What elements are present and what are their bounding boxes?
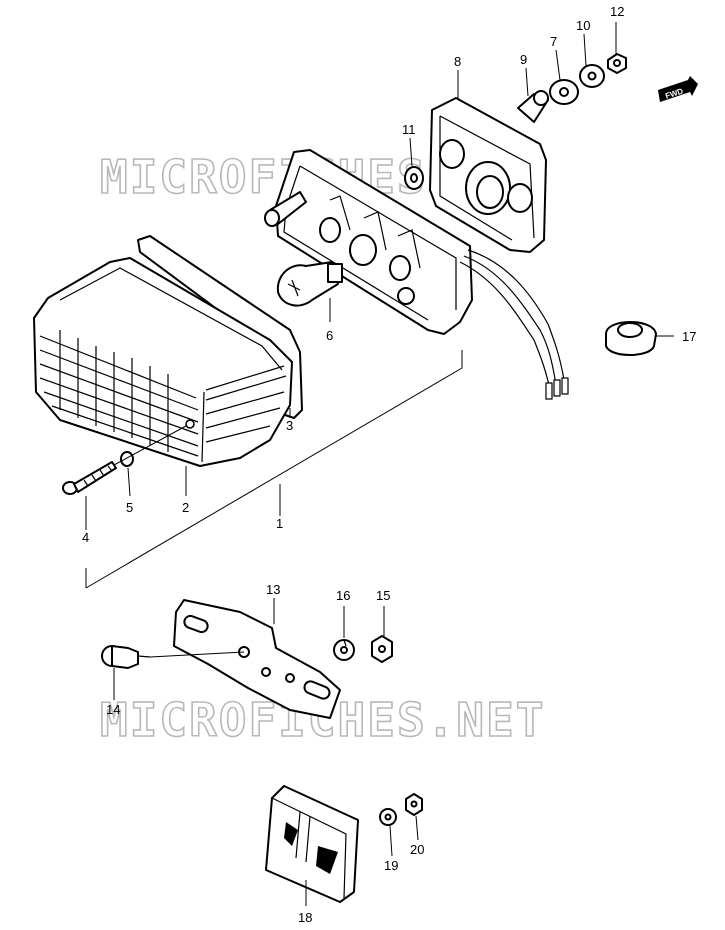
collar[interactable] [517,90,549,123]
callout-8: 8 [454,54,461,69]
callout-14: 14 [106,702,120,717]
callout-11: 11 [402,122,416,137]
cushion-washer[interactable] [404,166,424,190]
callout-19: 19 [384,858,398,873]
callout-18: 18 [298,910,312,925]
reflector[interactable] [265,785,359,903]
grommet[interactable] [605,321,657,356]
callout-16: 16 [336,588,350,603]
washer-small[interactable] [579,64,605,88]
callout-4: 4 [82,530,89,545]
lock-washer[interactable] [333,639,355,661]
callout-7: 7 [550,34,557,49]
callout-13: 13 [266,582,280,597]
screw-washer[interactable] [120,451,134,467]
callout-10: 10 [576,18,590,33]
callout-15: 15 [376,588,390,603]
mount-plate[interactable] [429,97,547,253]
tail-light-base[interactable] [264,149,569,400]
leader-lines [85,22,674,906]
bulb[interactable] [276,261,343,307]
callout-9: 9 [520,52,527,67]
callout-17: 17 [682,329,696,344]
callout-12: 12 [610,4,624,19]
callout-6: 6 [326,328,333,343]
tail-light-lens[interactable] [33,235,303,467]
nut-top[interactable] [607,53,627,74]
reflector-washer[interactable] [379,808,397,826]
assembly-bracket-line [85,350,463,589]
forward-arrow-icon: FWD [658,76,698,102]
callout-1: 1 [276,516,283,531]
bracket-bolt[interactable] [101,645,151,669]
callout-5: 5 [126,500,133,515]
screw[interactable] [62,461,117,495]
callout-20: 20 [410,842,424,857]
callout-3: 3 [286,418,293,433]
washer-large[interactable] [549,79,579,105]
license-bracket[interactable] [173,599,341,719]
bracket-nut[interactable] [371,635,393,663]
reflector-nut[interactable] [405,793,423,816]
callout-2: 2 [182,500,189,515]
